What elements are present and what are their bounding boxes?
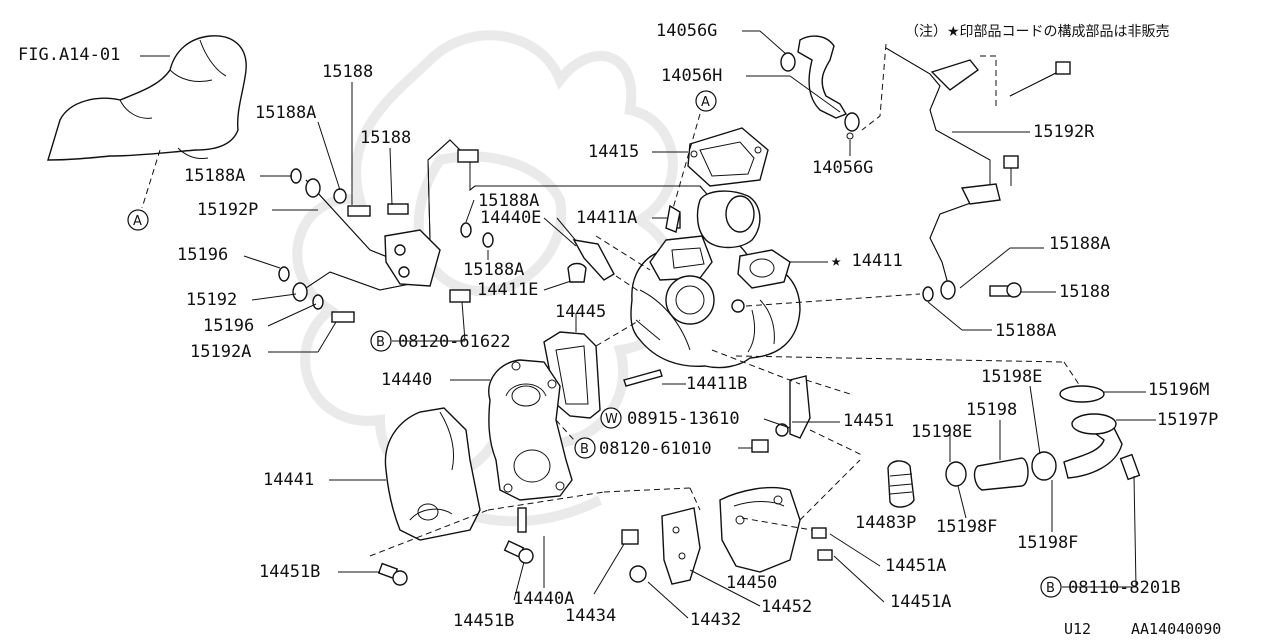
- bolt-14451a-a: [811, 527, 827, 539]
- label-14451a: 14451A: [890, 592, 952, 612]
- label-14440a: 14440A: [513, 589, 575, 609]
- label-14451b: 14451B: [453, 611, 515, 631]
- label-14056g: 14056G: [656, 21, 718, 41]
- ref-circle-a-left: [127, 209, 149, 231]
- footer-diagram-code: AA14040090: [1131, 620, 1222, 638]
- stud-14411a: [665, 204, 681, 233]
- label-08120-61010: 08120-61010: [599, 439, 712, 459]
- label-08120-61622: 08120-61622: [398, 332, 511, 352]
- label-15188a: 15188A: [255, 103, 317, 123]
- label-14441: 14441: [263, 470, 315, 490]
- label-14432: 14432: [690, 610, 742, 630]
- ref-circle-w: [600, 407, 622, 429]
- heat-insulator-14441: [384, 407, 481, 541]
- leader-lines-left: [243, 82, 583, 353]
- ref-circle-a-top: [695, 90, 717, 112]
- bolt-14451a-b: [817, 549, 833, 561]
- stud-14411b: [623, 369, 663, 387]
- bracket-14451: [789, 375, 811, 439]
- star-icon: ★: [831, 251, 842, 271]
- oil-pipe-15192r: [885, 47, 1071, 302]
- label-fig-a14-01: FIG.A14-01: [18, 45, 121, 65]
- label-14450: 14450: [726, 573, 778, 593]
- label-14445: 14445: [555, 302, 607, 322]
- dash-hose: [861, 43, 887, 131]
- ref-b-2-text: B: [580, 442, 589, 457]
- coolant-hose-14056: [780, 35, 860, 140]
- ref-a-left-text: A: [133, 214, 142, 229]
- label-14451a: 14451A: [885, 556, 947, 576]
- label-15197p: 15197P: [1157, 410, 1219, 430]
- bolt-08120-61010: [751, 439, 769, 453]
- label-15198f: 15198F: [1017, 533, 1079, 553]
- nut-14411e: [567, 262, 587, 283]
- turbocharger-unit: [630, 190, 801, 369]
- label-15188: 15188: [322, 62, 374, 82]
- label-15188a: 15188A: [1049, 234, 1111, 254]
- ref-circle-b-1: [370, 330, 392, 352]
- label-15198e: 15198E: [911, 422, 973, 442]
- label-14434: 14434: [565, 606, 617, 626]
- gasket-14415: [687, 127, 769, 187]
- label-14451: 14451: [843, 411, 895, 431]
- label-15188a: 15188A: [463, 260, 525, 280]
- label-14411-star: ★ 14411: [831, 251, 903, 271]
- label-14411: 14411: [851, 251, 903, 271]
- label-15188: 15188: [1059, 282, 1111, 302]
- label-15192r: 15192R: [1033, 122, 1095, 142]
- ref-circle-b-2: [574, 437, 596, 459]
- bolt-14434: [621, 529, 639, 545]
- label-15188: 15188: [360, 128, 412, 148]
- ref-b-1-text: B: [376, 335, 385, 350]
- ref-w-text: W: [605, 412, 618, 427]
- ref-circle-b-3: [1040, 576, 1062, 598]
- footer-left-code: U12: [1064, 620, 1092, 638]
- label-15198f: 15198F: [936, 517, 998, 537]
- dash-a-left: [141, 149, 161, 209]
- label-14452: 14452: [761, 597, 813, 617]
- dash-top-right: [980, 55, 997, 106]
- label-14411b: 14411B: [686, 374, 748, 394]
- note-non-sale: （注）★印部品コードの構成部品は非販売: [905, 24, 1170, 40]
- exhaust-pipe-14440: [488, 359, 573, 501]
- oil-pipe-group-left: [278, 139, 713, 323]
- label-15198e: 15198E: [981, 367, 1043, 387]
- label-15188a: 15188A: [478, 191, 540, 211]
- stud-14440a: [517, 507, 527, 533]
- label-14483p: 14483P: [855, 513, 917, 533]
- label-15188a: 15188A: [995, 321, 1057, 341]
- dash-a-top: [671, 113, 701, 213]
- label-14056g: 14056G: [812, 158, 874, 178]
- label-15196m: 15196M: [1148, 380, 1210, 400]
- bracket-14440e: [572, 239, 615, 281]
- oil-return-group: [887, 385, 1141, 508]
- exhaust-manifold-ref: [47, 35, 247, 161]
- ref-a-top-text: A: [701, 95, 710, 110]
- label-14451b: 14451B: [259, 562, 321, 582]
- label-15188a: 15188A: [184, 166, 246, 186]
- label-15196: 15196: [203, 316, 255, 336]
- label-14411a: 14411A: [576, 208, 638, 228]
- nut-14432: [629, 565, 647, 583]
- label-14056h: 14056H: [661, 66, 723, 86]
- ref-b-3-text: B: [1046, 581, 1055, 596]
- label-15192a: 15192A: [190, 342, 252, 362]
- label-08110-8201b: 08110-8201B: [1068, 578, 1181, 598]
- label-14411e: 14411E: [477, 280, 539, 300]
- label-08915-13610: 08915-13610: [627, 409, 740, 429]
- label-15198: 15198: [966, 400, 1018, 420]
- label-14415: 14415: [588, 142, 640, 162]
- label-14440e: 14440E: [480, 208, 542, 228]
- label-15192: 15192: [186, 290, 238, 310]
- heat-shield-14450: [719, 486, 801, 573]
- label-15192p: 15192P: [197, 200, 259, 220]
- label-15196: 15196: [177, 245, 229, 265]
- bracket-14452: [661, 507, 701, 585]
- label-14440: 14440: [381, 370, 433, 390]
